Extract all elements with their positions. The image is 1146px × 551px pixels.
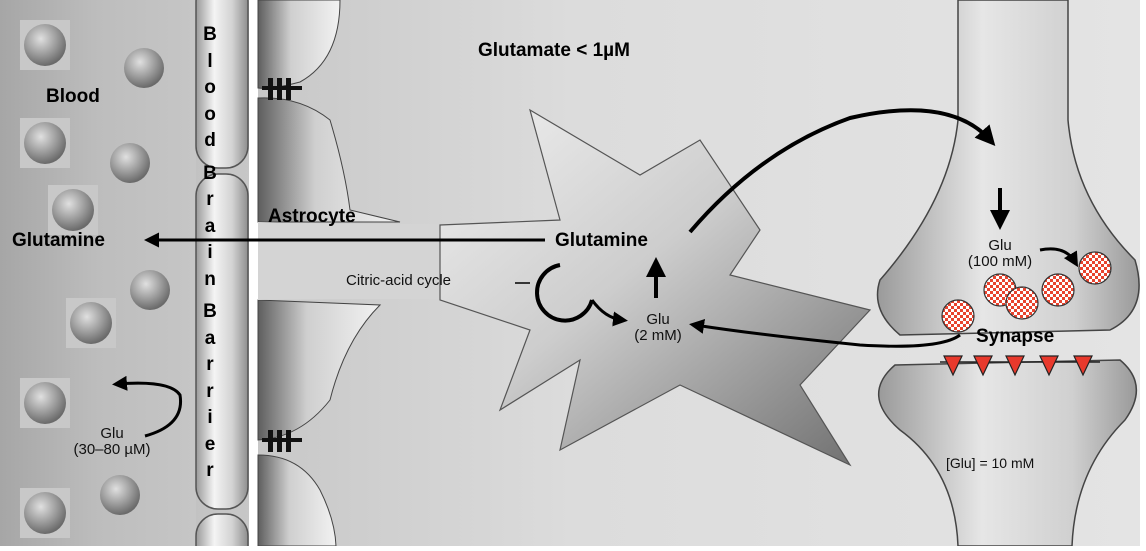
separator <box>249 0 258 546</box>
glu-astro-line1: Glu <box>626 312 690 328</box>
blood-cell-icon <box>24 122 66 164</box>
label-glu-astrocyte: Glu (2 mM) <box>626 312 690 344</box>
barrier-letter: B <box>200 163 220 190</box>
blood-cell-icon <box>24 24 66 66</box>
vesicle-icon <box>1079 252 1111 284</box>
barrier-letter: B <box>200 24 220 51</box>
barrier-letter: a <box>200 216 220 243</box>
glu-terminal-line1: Glu <box>950 238 1050 254</box>
label-blood: Blood <box>46 86 100 108</box>
blood-region <box>0 0 196 546</box>
blood-cell-icon <box>124 48 164 88</box>
barrier-letter: l <box>200 51 220 78</box>
barrier-letter: r <box>200 381 220 408</box>
label-glutamine-blood: Glutamine <box>12 230 105 252</box>
vesicle-icon <box>1006 287 1038 319</box>
vesicle-icon <box>942 300 974 332</box>
label-glu-terminal: Glu (100 mM) <box>950 238 1050 270</box>
barrier-letter: i <box>200 407 220 434</box>
blood-cell-icon <box>52 189 94 231</box>
blood-cell-icon <box>100 475 140 515</box>
glu-blood-line1: Glu <box>46 426 178 442</box>
blood-cell-icon <box>130 270 170 310</box>
barrier-letter: r <box>200 460 220 487</box>
barrier-letter: i <box>200 242 220 269</box>
label-citric-acid-cycle: Citric-acid cycle <box>346 272 451 289</box>
barrier-letter: n <box>200 269 220 296</box>
label-glutamine-astrocyte: Glutamine <box>555 230 648 252</box>
label-glutamate-level: Glutamate < 1µM <box>478 40 630 62</box>
blood-cell-icon <box>70 302 112 344</box>
barrier-letter: r <box>200 189 220 216</box>
barrier-letter: a <box>200 328 220 355</box>
blood-cell-icon <box>24 382 66 424</box>
label-glu-postsynaptic: [Glu] = 10 mM <box>946 455 1034 471</box>
vesicle-icon <box>1042 274 1074 306</box>
barrier-letter: r <box>200 354 220 381</box>
blood-cell-icon <box>110 143 150 183</box>
label-synapse: Synapse <box>976 326 1054 348</box>
glu-terminal-line2: (100 mM) <box>950 254 1050 270</box>
glu-blood-line2: (30–80 µM) <box>46 442 178 458</box>
glu-astro-line2: (2 mM) <box>626 328 690 344</box>
label-glu-blood: Glu (30–80 µM) <box>46 426 178 458</box>
barrier-letter: B <box>200 301 220 328</box>
barrier-letter: d <box>200 130 220 157</box>
barrier-letter: e <box>200 434 220 461</box>
label-astrocyte: Astrocyte <box>268 206 356 228</box>
blood-cell-icon <box>24 492 66 534</box>
barrier-letter: o <box>200 77 220 104</box>
barrier-letter: o <box>200 104 220 131</box>
